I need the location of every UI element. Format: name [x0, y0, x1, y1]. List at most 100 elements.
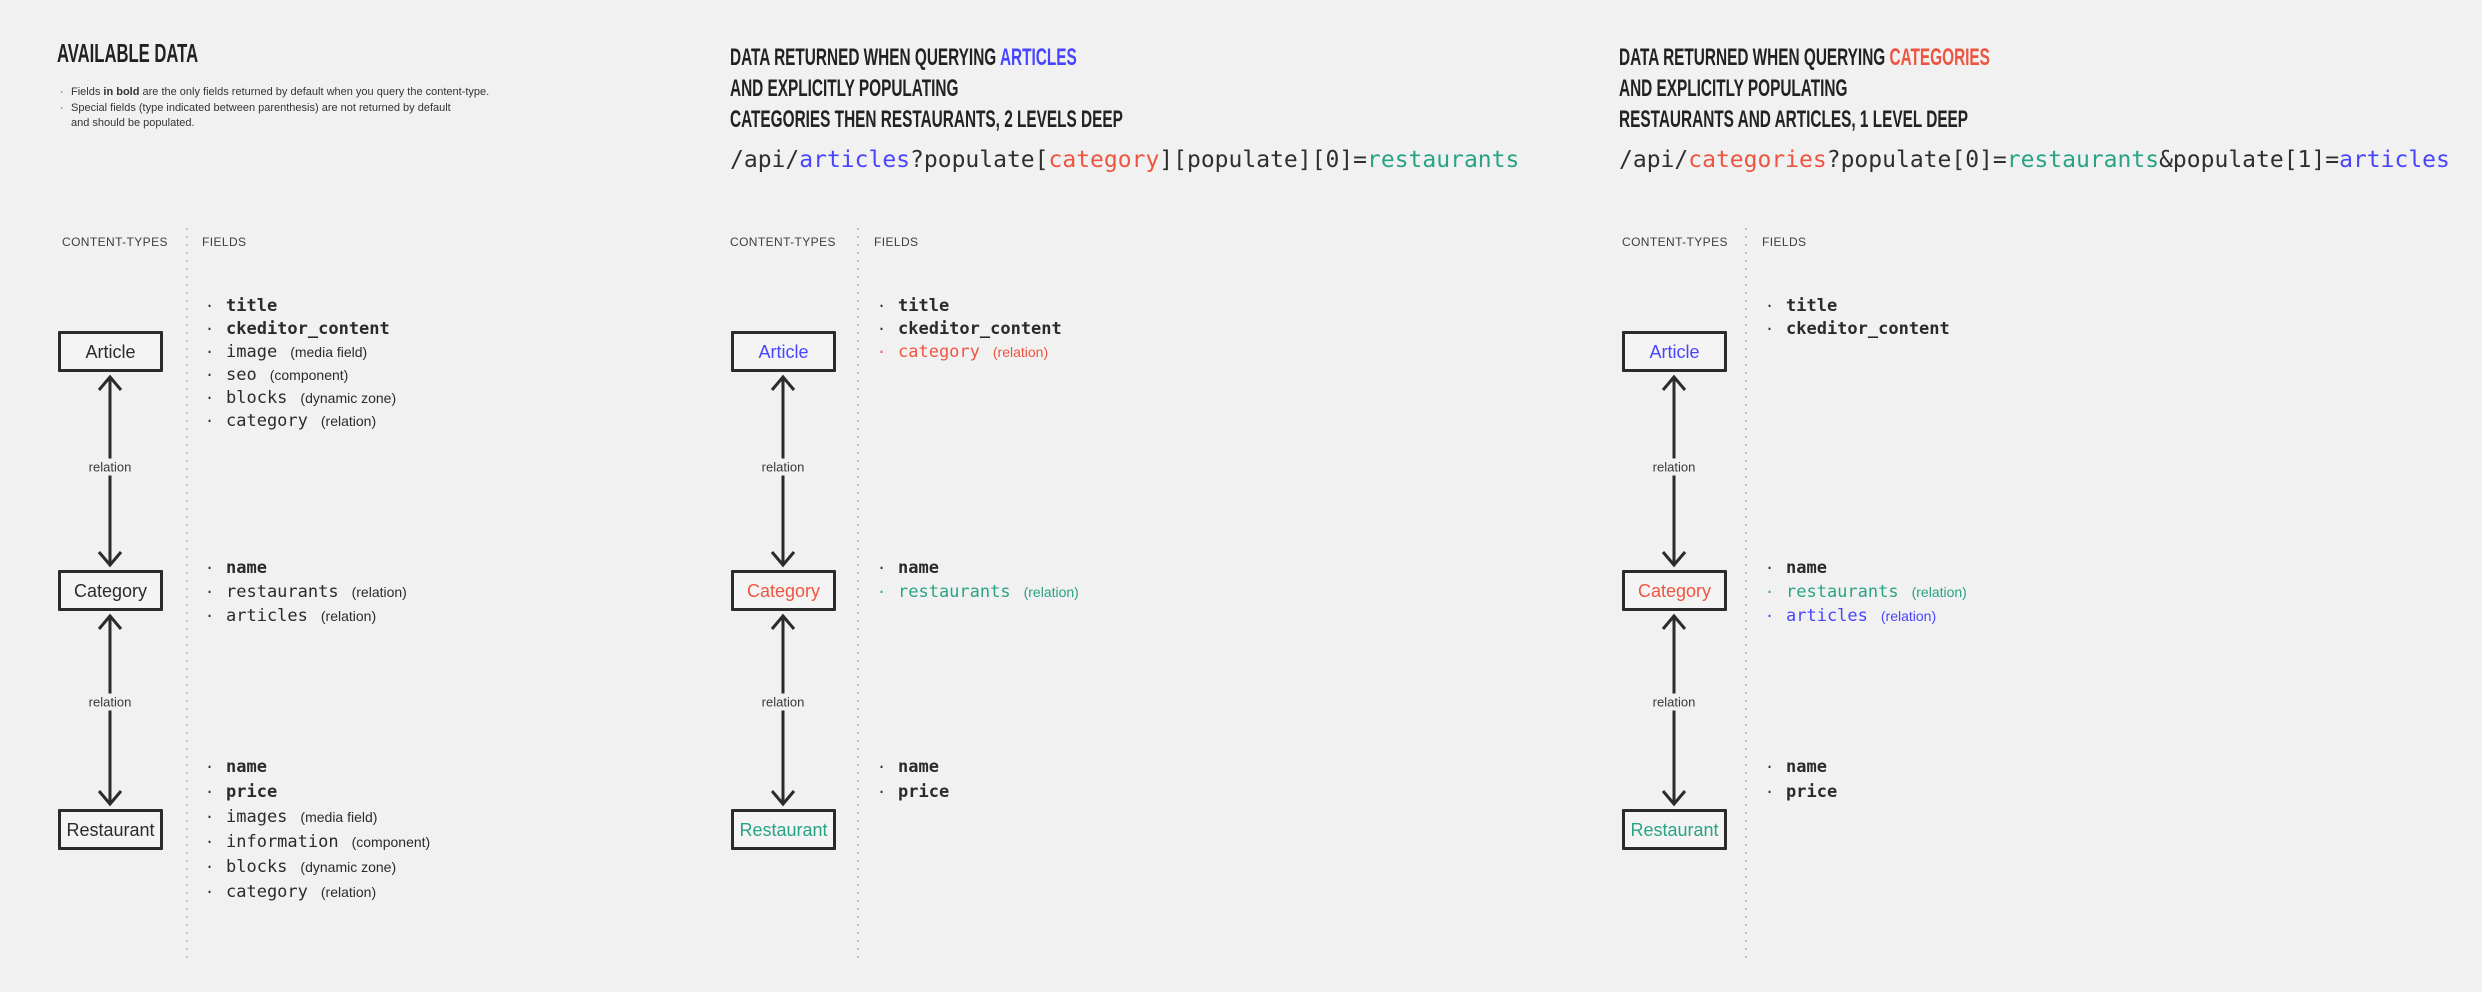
field-list-article: ·title·ckeditor_content·image(media fiel…	[202, 294, 396, 432]
field-name: restaurants	[1786, 582, 1899, 602]
field-item: · category (relation)	[874, 340, 1062, 363]
field-name: ckeditor_content	[1786, 318, 1950, 339]
field-type: (relation)	[992, 343, 1049, 360]
field-type: (dynamic zone)	[300, 389, 397, 406]
text-segment: in bold	[103, 86, 140, 98]
title-line: DATA RETURNED WHEN QUERYING CATEGORIES	[1619, 42, 1990, 73]
field-list-category: ·name·restaurants(relation)·articles(rel…	[202, 556, 407, 628]
field-name: name	[1786, 756, 1827, 777]
field-item: ·images(media field)	[202, 804, 430, 829]
field-name: price	[898, 781, 950, 802]
field-item: ·name	[202, 754, 430, 779]
field-type: (relation)	[1880, 608, 1937, 624]
bullet-icon: ·	[205, 559, 215, 577]
field-name: name	[1786, 558, 1827, 578]
field-name: blocks	[226, 856, 288, 877]
text-segment: restaurants	[1367, 147, 1520, 173]
field-type: (relation)	[1911, 584, 1967, 600]
bullet-icon: ·	[877, 583, 887, 601]
text-segment: Special fields (type indicated between p…	[71, 101, 451, 130]
bullet-icon: ·	[205, 583, 215, 601]
note-text: Fields in bold are the only fields retur…	[71, 85, 489, 101]
text-segment: ][populate][0]=	[1159, 147, 1368, 173]
bullet-icon: ·	[877, 782, 887, 801]
field-item: ·blocks(dynamic zone)	[202, 854, 430, 879]
content-types-label: CONTENT-TYPES	[62, 235, 168, 249]
field-item: ·title	[874, 294, 1062, 317]
content-type-box-category: Category	[58, 570, 163, 611]
text-segment: AND EXPLICITLY POPULATING	[1619, 75, 1848, 102]
relation-label: relation	[83, 693, 137, 711]
field-type: (relation)	[320, 608, 377, 624]
field-item: · ckeditor_content	[1762, 317, 1950, 340]
text-segment: ?populate[0]=	[1826, 147, 2007, 173]
box-label: Category	[73, 580, 148, 601]
field-type: (relation)	[320, 883, 377, 900]
field-type: (media field)	[300, 808, 378, 825]
bullet-icon: ·	[1765, 757, 1775, 776]
text-segment: CATEGORIES THEN RESTAURANTS, 2 LEVELS DE…	[730, 106, 1123, 133]
title-line: DATA RETURNED WHEN QUERYING ARTICLES	[730, 42, 1077, 73]
field-item: · name	[202, 556, 407, 580]
api-query-string: /api/articles?populate[category][populat…	[730, 147, 1519, 173]
column-title: DATA RETURNED WHEN QUERYING ARTICLES AND…	[730, 42, 1344, 135]
field-item: ·ckeditor_content	[874, 317, 1062, 340]
field-type: (relation)	[351, 584, 407, 600]
bullet-icon: ·	[205, 807, 215, 826]
bullet-icon: ·	[60, 101, 64, 114]
text-segment: RESTAURANTS AND ARTICLES, 1 LEVEL DEEP	[1619, 106, 1969, 133]
field-name: restaurants	[898, 582, 1011, 602]
field-list-article: ·title · ckeditor_content	[1762, 294, 1950, 340]
field-type: (relation)	[320, 412, 377, 429]
bullet-icon: ·	[877, 342, 887, 361]
field-item: ·title	[1762, 294, 1950, 317]
field-item: ·name	[874, 754, 949, 779]
field-type: (media field)	[290, 343, 368, 360]
note-item: · Special fields (type indicated between …	[60, 101, 620, 132]
dotted-divider	[857, 228, 859, 958]
field-item: · name	[1762, 556, 1967, 580]
relation-label: relation	[83, 458, 137, 476]
field-type: (dynamic zone)	[300, 858, 397, 875]
text-segment: /api/	[730, 147, 800, 173]
field-item: ·name	[874, 556, 1079, 580]
field-item: · category (relation)	[202, 879, 430, 904]
relation-label: relation	[1647, 458, 1701, 476]
dotted-divider	[186, 228, 188, 958]
field-item: ·articles(relation)	[1762, 604, 1967, 628]
legend-notes: · Fields in bold are the only fields retu…	[60, 85, 620, 132]
title-line: AVAILABLE DATA	[57, 38, 198, 69]
field-name: name	[226, 558, 267, 578]
text-segment: AND EXPLICITLY POPULATING	[730, 75, 959, 102]
bullet-icon: ·	[1765, 559, 1775, 577]
field-item: ·seo(component)	[202, 363, 396, 386]
note-item: ·Fields in bold are the only fields retu…	[60, 85, 620, 101]
title-line: AND EXPLICITLY POPULATING	[1619, 73, 1847, 104]
field-name: category	[226, 881, 308, 902]
content-types-label: CONTENT-TYPES	[1622, 235, 1728, 249]
relation-label: relation	[756, 693, 810, 711]
bullet-icon: ·	[205, 882, 215, 901]
bullet-icon: ·	[205, 342, 215, 361]
bullet-icon: ·	[1765, 319, 1775, 338]
text-segment: ?populate[	[910, 147, 1049, 173]
field-name: category	[898, 341, 980, 362]
bullet-icon: ·	[205, 365, 215, 384]
page-title: AVAILABLE DATA	[57, 38, 278, 69]
bullet-icon: ·	[1765, 583, 1775, 601]
title-line: RESTAURANTS AND ARTICLES, 1 LEVEL DEEP	[1619, 104, 1968, 135]
field-name: ckeditor_content	[226, 318, 390, 339]
field-item: ·price	[1762, 779, 1837, 804]
field-item: ·ckeditor_content	[202, 317, 396, 340]
text-segment: ARTICLES	[999, 44, 1077, 71]
title-line: CATEGORIES THEN RESTAURANTS, 2 LEVELS DE…	[730, 104, 1123, 135]
bullet-icon: ·	[877, 296, 887, 315]
fields-label: FIELDS	[874, 235, 919, 249]
box-label: Category	[746, 580, 821, 601]
api-query-string: /api/categories?populate[0]=restaurants&…	[1619, 147, 2450, 173]
content-type-box-article: Article	[731, 331, 836, 372]
field-name: category	[226, 410, 308, 431]
box-label: Restaurant	[66, 819, 155, 840]
field-name: title	[1786, 295, 1838, 316]
